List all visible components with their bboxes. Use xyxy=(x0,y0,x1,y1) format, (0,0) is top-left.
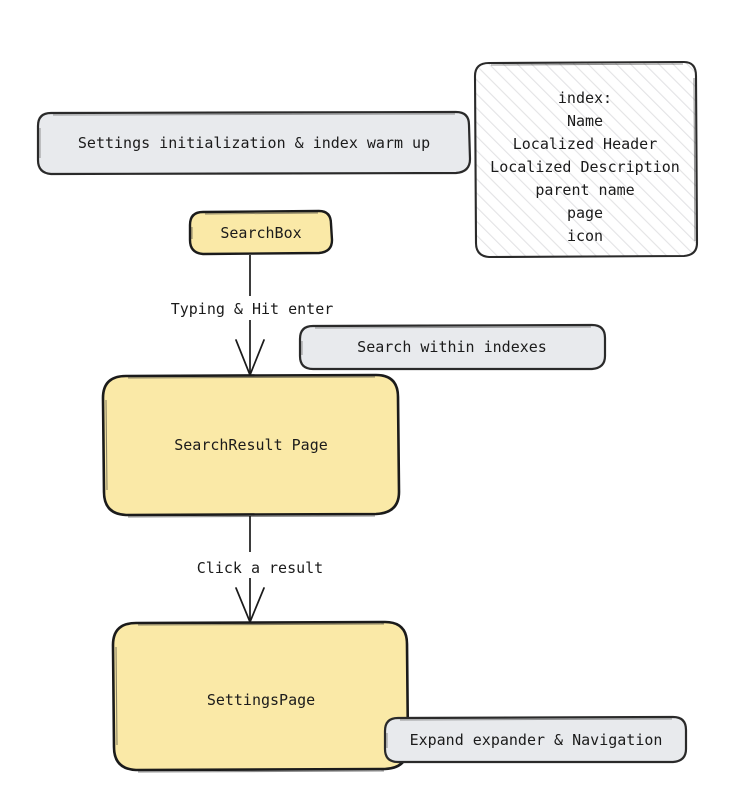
search-result-page-sketch-overlay xyxy=(105,376,376,518)
settings-init-note-shape xyxy=(36,110,472,176)
edge-searchresult-to-settingspage xyxy=(235,516,265,623)
search-within-indexes-note xyxy=(298,323,607,371)
settings-init-note-sketch-overlay xyxy=(39,113,456,158)
index-box-sketch-overlay xyxy=(490,63,696,242)
settings-page-sketch-overlay xyxy=(115,623,385,773)
search-result-page-node[interactable] xyxy=(101,373,401,518)
expand-expander-note xyxy=(383,715,688,764)
edge-searchbox-to-searchresult xyxy=(235,255,265,376)
index-box xyxy=(473,60,699,259)
search-box-shape xyxy=(188,209,334,256)
search-box-node[interactable] xyxy=(188,209,334,256)
search-within-indexes-note-shape xyxy=(298,323,607,371)
search-box-sketch-overlay xyxy=(191,212,319,239)
settings-page-shape xyxy=(111,620,410,772)
expand-expander-note-shape xyxy=(383,715,688,764)
search-within-indexes-note-sketch-overlay xyxy=(301,326,592,355)
settings-page-node[interactable] xyxy=(111,620,410,773)
index-box-shape xyxy=(473,60,699,259)
settings-init-note xyxy=(36,110,472,176)
expand-expander-note-sketch-overlay xyxy=(386,718,673,748)
search-result-page-shape xyxy=(101,373,401,517)
